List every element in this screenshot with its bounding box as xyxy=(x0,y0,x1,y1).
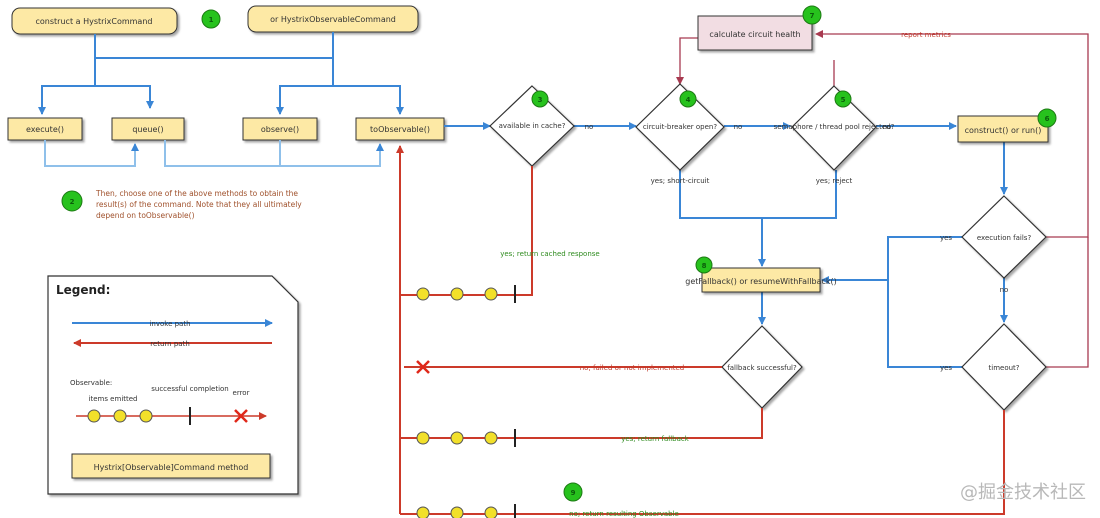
rejected-label: semaphore / thread pool rejected? xyxy=(774,123,895,131)
step-7-number: 7 xyxy=(810,12,815,20)
step-6-marker: 6 xyxy=(1037,108,1057,128)
timeout-label: timeout? xyxy=(989,364,1020,372)
watermark: @掘金技术社区 xyxy=(960,482,1086,503)
execution-fails-decision: execution fails? xyxy=(961,195,1047,279)
observe-method-box: observe() xyxy=(242,117,318,141)
rejected-decision: semaphore / thread pool rejected? xyxy=(774,85,895,171)
legend-item-1 xyxy=(87,409,101,423)
legend-error-label: error xyxy=(233,389,250,397)
step-5-number: 5 xyxy=(841,96,846,104)
edge-yes-short-circuit: yes; short-circuit xyxy=(651,177,710,185)
note-line-2: result(s) of the command. Note that they… xyxy=(96,200,302,209)
edge-yes-return-cached: yes; return cached response xyxy=(500,250,600,258)
construct-run-label: construct() or run() xyxy=(965,126,1042,135)
calculate-health-label: calculate circuit health xyxy=(709,30,800,39)
legend-item-3 xyxy=(139,409,153,423)
construct-invoke-lines xyxy=(38,32,404,115)
execute-method-box: execute() xyxy=(7,117,83,141)
method-dependency-lines xyxy=(44,140,384,167)
edge-yes-timeout: yes xyxy=(940,364,952,372)
circuit-open-decision: circuit-breaker open? xyxy=(635,83,725,171)
queue-label: queue() xyxy=(132,125,163,134)
return-path-lines xyxy=(396,145,1005,515)
step-5-marker: 5 xyxy=(834,90,852,108)
construct-command-box: construct a HystrixCommand xyxy=(11,7,178,35)
edge-yes-exec: yes xyxy=(940,234,952,242)
main-invoke-lines xyxy=(444,122,1008,368)
edge-yes-return-fallback: yes; return fallback xyxy=(621,435,690,443)
execute-label: execute() xyxy=(26,125,64,134)
step-4-number: 4 xyxy=(686,96,691,104)
fallback-success-label: fallback successful? xyxy=(727,364,797,372)
step-6-number: 6 xyxy=(1045,115,1050,123)
return-success-observable xyxy=(416,504,516,518)
edge-no-exec: no xyxy=(1000,286,1009,294)
legend-invoke-label: invoke path xyxy=(149,320,190,328)
step-2-number: 2 xyxy=(70,198,75,206)
step-8-number: 8 xyxy=(702,262,707,270)
step-7-marker: 7 xyxy=(802,5,822,25)
step-4-marker: 4 xyxy=(679,90,697,108)
edge-no-return-success: no; return resulting Observable xyxy=(569,510,679,518)
step-2-marker: 2 xyxy=(61,190,83,212)
to-observable-method-box: toObservable() xyxy=(355,117,445,141)
edge-no-cached: no xyxy=(585,123,594,131)
note-line-3: depend on toObservable() xyxy=(96,211,195,220)
return-cached-observable xyxy=(416,285,516,303)
observe-label: observe() xyxy=(261,125,299,134)
step-1-marker: 1 xyxy=(201,9,221,29)
construct-command-label: construct a HystrixCommand xyxy=(36,17,153,26)
fallback-success-decision: fallback successful? xyxy=(721,325,803,409)
step-1-number: 1 xyxy=(209,16,214,24)
legend-items-emitted-label: items emitted xyxy=(89,395,138,403)
legend-success-label: successful completion xyxy=(151,385,229,393)
construct-run-box: construct() or run() xyxy=(957,115,1049,143)
edge-no-circuit: no xyxy=(734,123,743,131)
legend-method-box xyxy=(71,453,271,479)
step-3-marker: 3 xyxy=(531,90,549,108)
get-fallback-box: getFallback() or resumeWithFallback() xyxy=(685,267,837,293)
note-line-1: Then, choose one of the above methods to… xyxy=(95,189,298,198)
edge-report-metrics: report metrics xyxy=(901,31,951,39)
legend-method-label: Hystrix[Observable]Command method xyxy=(94,463,249,472)
metrics-lines xyxy=(676,30,1089,368)
legend: Legend: invoke path return path Observab… xyxy=(47,275,299,495)
return-error-marker xyxy=(416,360,430,374)
legend-return-label: return path xyxy=(150,340,190,348)
queue-method-box: queue() xyxy=(111,117,185,141)
legend-title: Legend: xyxy=(56,283,110,297)
cached-decision-label: available in cache? xyxy=(499,122,566,130)
step-9-number: 9 xyxy=(571,489,576,497)
circuit-open-label: circuit-breaker open? xyxy=(643,123,717,131)
legend-observable-label: Observable: xyxy=(70,379,112,387)
execution-fails-label: execution fails? xyxy=(977,234,1032,242)
to-observable-label: toObservable() xyxy=(370,125,430,134)
edge-no-rejected: no xyxy=(883,123,892,131)
construct-observable-box: or HystrixObservableCommand xyxy=(247,5,419,33)
construct-observable-label: or HystrixObservableCommand xyxy=(270,15,396,24)
legend-error-mark xyxy=(234,409,248,423)
return-fallback-observable xyxy=(416,429,516,447)
step-3-number: 3 xyxy=(538,96,543,104)
step-8-marker: 8 xyxy=(695,256,713,274)
timeout-decision: timeout? xyxy=(961,323,1047,411)
legend-item-2 xyxy=(113,409,127,423)
get-fallback-label: getFallback() or resumeWithFallback() xyxy=(685,277,837,286)
step-9-marker: 9 xyxy=(563,482,583,502)
edge-yes-reject: yes; reject xyxy=(816,177,853,185)
calculate-health-box: calculate circuit health xyxy=(697,15,813,51)
edge-fallback-failed: no; failed or not implemented xyxy=(580,364,685,372)
